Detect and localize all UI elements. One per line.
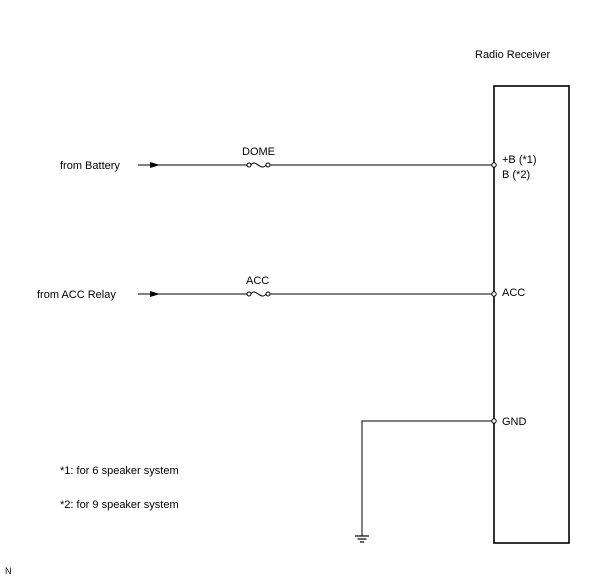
note-speaker-6: *1: for 6 speaker system bbox=[60, 465, 179, 477]
fuse-icon bbox=[246, 291, 271, 297]
radio-receiver-box bbox=[493, 85, 570, 544]
fuse-icon bbox=[246, 162, 271, 168]
terminal-label-b1: +B (*1) bbox=[502, 154, 537, 166]
source-label-acc-relay: from ACC Relay bbox=[37, 289, 116, 301]
source-label-battery: from Battery bbox=[60, 160, 120, 172]
wire-gnd bbox=[361, 420, 492, 536]
terminal-label-gnd: GND bbox=[502, 416, 527, 428]
ground-icon bbox=[355, 535, 369, 543]
terminal-label-b2: B (*2) bbox=[502, 169, 530, 181]
terminal-connector-icon bbox=[491, 162, 497, 168]
ground-circuit: GND bbox=[355, 416, 527, 543]
acc-circuit: from ACC Relay ACC ACC bbox=[37, 275, 525, 301]
corner-mark: N bbox=[5, 566, 12, 576]
fuse-label-acc: ACC bbox=[246, 275, 269, 287]
terminal-connector-icon bbox=[491, 418, 497, 424]
battery-circuit: from Battery DOME +B (*1) B (*2) bbox=[60, 146, 537, 181]
fuse-label-dome: DOME bbox=[242, 146, 275, 158]
component-title: Radio Receiver bbox=[475, 49, 551, 61]
terminal-connector-icon bbox=[491, 291, 497, 297]
terminal-label-acc: ACC bbox=[502, 287, 525, 299]
note-speaker-9: *2: for 9 speaker system bbox=[60, 499, 179, 511]
